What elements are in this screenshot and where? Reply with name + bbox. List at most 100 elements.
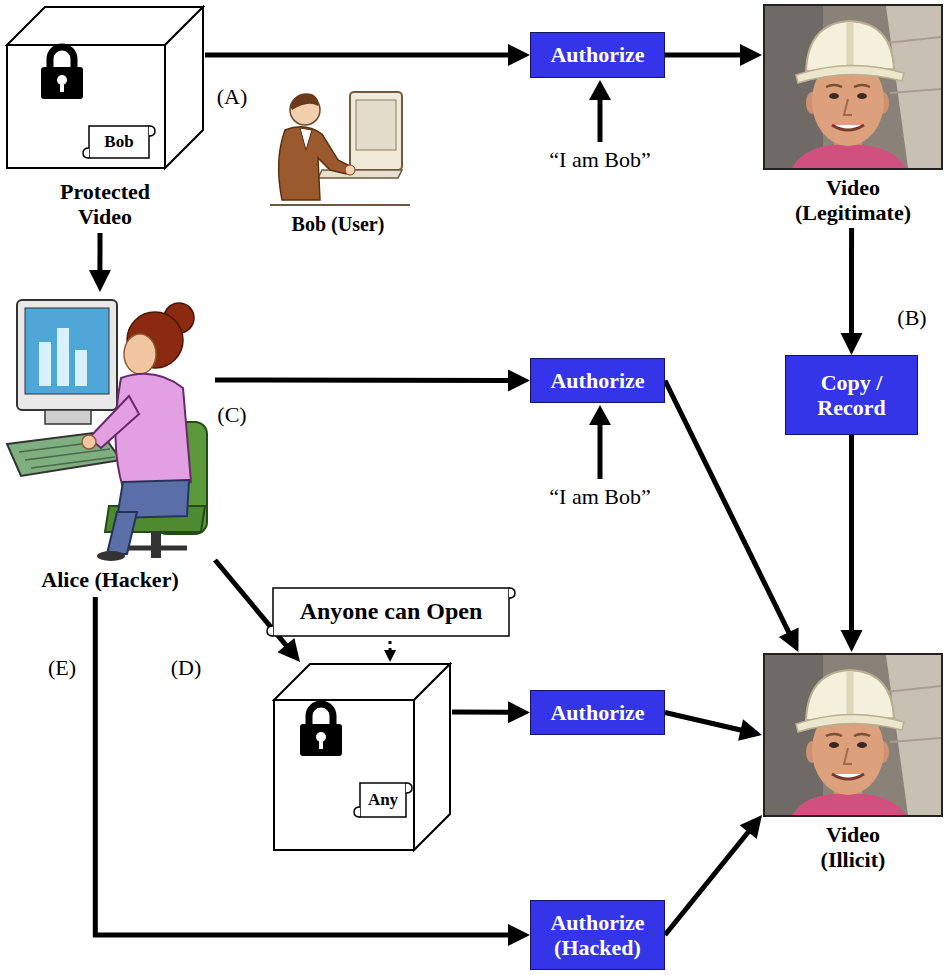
hacker-figure-art-part	[25, 308, 109, 394]
box-label: Authorize	[550, 700, 644, 725]
locked-box-art-part	[83, 148, 89, 158]
arrow-line	[665, 713, 747, 732]
video-frame-art-part	[886, 37, 941, 43]
arrow-line	[665, 827, 752, 935]
box-label: Copy / Record	[794, 370, 909, 421]
video-frame-art-part	[764, 5, 942, 169]
arrow-head	[740, 44, 762, 66]
box-label: Authorize (Hacked)	[539, 910, 656, 961]
video-frame-art-part	[829, 93, 839, 99]
locked-box-art-part	[274, 700, 414, 850]
video-frame-art-part	[857, 93, 867, 99]
hacker-figure-art-part	[82, 435, 96, 449]
arrow-line	[452, 710, 515, 715]
claim-arrow-part	[598, 423, 603, 479]
text-slot: Video (Legitimate)	[778, 173, 928, 227]
authorize-box: Authorize (Hacked)	[530, 900, 665, 970]
locked-box-art-part	[7, 45, 165, 168]
text-slot: Anyone can Open	[279, 591, 503, 633]
user-figure-part	[356, 100, 396, 150]
claim-arrow-part	[598, 98, 603, 142]
video-frame: Video (Legitimate)	[762, 3, 944, 228]
arrow-head	[508, 369, 530, 391]
video-frame-art-part	[890, 89, 941, 93]
flow-arrow	[665, 44, 762, 66]
video-frame-art-part	[847, 22, 854, 65]
user-figure	[270, 92, 410, 205]
video-frame-art-part	[826, 85, 870, 87]
claim-arrow	[589, 405, 611, 479]
video-frame-art-part	[796, 714, 904, 732]
user-figure-part	[318, 170, 402, 178]
arrow-head	[738, 719, 762, 740]
text-slot: Authorize	[531, 691, 664, 734]
video-frame-art-part	[857, 742, 867, 748]
node-text: Video (Legitimate)	[778, 175, 928, 226]
video-frame-art-part	[844, 99, 852, 115]
hacker-figure-art-part	[97, 551, 125, 561]
flow-arrow	[841, 435, 863, 652]
note-scroll-art-part	[267, 626, 273, 636]
box-label: Authorize	[550, 42, 644, 67]
video-frame-art-part	[844, 748, 852, 764]
locked-box-art-part	[165, 7, 203, 168]
arrow-head	[384, 650, 396, 662]
locked-box: BobProtected Video	[5, 5, 205, 233]
video-frame-art-part	[826, 734, 870, 736]
locked-box-art-part	[41, 67, 83, 99]
arrow-line	[205, 53, 515, 58]
label-slot: (B)	[872, 302, 947, 334]
user-figure-part	[345, 165, 355, 175]
arrow-line	[849, 435, 854, 637]
claim-arrow-part	[589, 405, 611, 425]
note-scroll: Anyone can Open	[265, 583, 517, 641]
identity-claim: “I am Bob”	[547, 484, 652, 509]
text-slot: Authorize	[531, 33, 664, 77]
video-frame-art-part	[764, 5, 942, 169]
user-figure-part	[270, 204, 410, 206]
video-frame-art-part	[764, 654, 942, 816]
text-slot: Authorize (Hacked)	[531, 901, 664, 969]
locked-box: Any	[272, 662, 452, 854]
note-scroll-art-part	[273, 588, 509, 636]
path-letter: (D)	[169, 655, 204, 680]
user-figure-part	[300, 128, 312, 150]
hacker-figure-art-part	[39, 342, 51, 386]
text-slot: Authorize	[531, 359, 664, 402]
hacker-figure-art-part	[57, 328, 69, 386]
video-frame-art-part	[792, 794, 906, 815]
flow-arrow	[215, 369, 530, 391]
locked-box-art-part	[50, 47, 74, 67]
text-slot: Protected Video	[40, 177, 170, 231]
flow-arrow	[89, 233, 111, 292]
arrow-line	[665, 381, 792, 639]
hacker-figure-art-part	[107, 512, 137, 554]
hacker-figure-art-part	[45, 410, 91, 424]
arrow-line	[215, 378, 515, 383]
locked-box-art-part	[300, 724, 342, 756]
arrow-head	[508, 701, 530, 723]
locked-box-art-part	[354, 807, 360, 817]
label-slot: Bob (User)	[248, 208, 428, 240]
locked-box-art-part	[149, 126, 155, 136]
arrow-head	[841, 630, 863, 652]
video-frame-art-part	[886, 655, 941, 815]
node-text: Video (Illicit)	[798, 822, 908, 873]
flow-arrow	[95, 597, 530, 946]
user-figure-part	[290, 93, 318, 110]
label-slot: (D)	[146, 652, 226, 684]
arrow-head	[508, 44, 530, 66]
label-slot: (C)	[192, 399, 272, 431]
video-frame-art-part	[792, 145, 906, 168]
node-text: Bob	[104, 132, 133, 152]
video-frame-art-part	[890, 738, 941, 742]
locked-box-art-part	[309, 704, 333, 724]
authorize-box: Authorize	[530, 32, 665, 78]
user-caption: Bob (User)	[290, 213, 387, 236]
hacker-figure-art-part	[125, 546, 187, 551]
video-frame-art-part	[847, 671, 854, 714]
video-frame-art-part	[806, 670, 894, 720]
node-text: Protected Video	[40, 179, 170, 230]
video-frame-art-part	[886, 686, 941, 692]
label-slot: “I am Bob”	[510, 481, 690, 513]
